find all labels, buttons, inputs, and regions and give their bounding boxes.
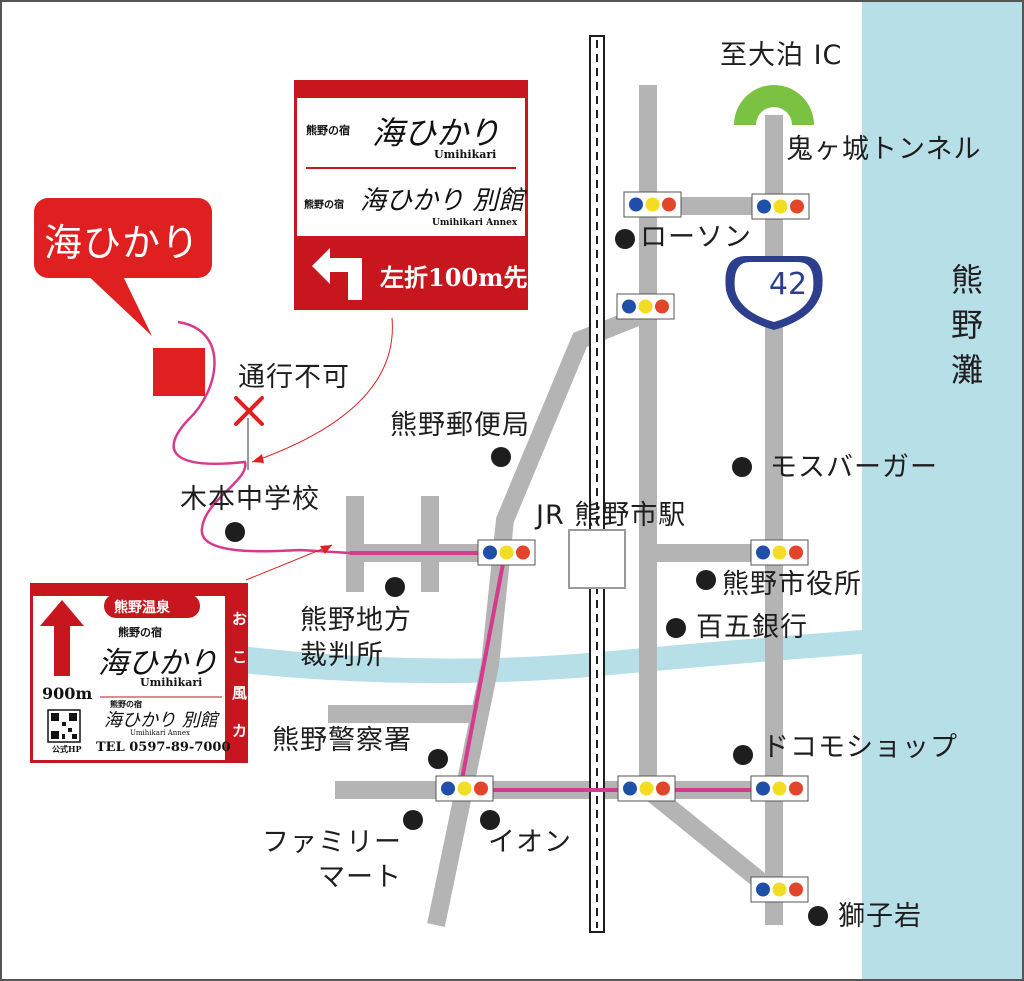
station-label: JR 熊野市駅 [536,500,687,531]
traffic-light-icon [435,775,494,802]
place-label-family-mart-1: ファミリー [262,827,402,858]
place-label-family-mart-2: マート [318,862,402,893]
signboard-straight [30,583,248,763]
landmark-dot-court [385,577,405,597]
traffic-light-icon [750,876,809,903]
sign2-tel: TEL 0597-89-7000 [96,740,231,755]
place-label-junior-high: 木本中学校 [180,484,320,515]
place-label-post-office: 熊野郵便局 [390,410,530,441]
hotel-marker [153,348,205,396]
landmark-dot-city-hall [696,570,716,590]
sign1-name-1: 海ひかり [372,114,501,152]
tunnel-label: 鬼ヶ城トンネル [786,134,982,165]
sign2-name-1: 海ひかり [98,646,218,681]
no-entry-icon [234,396,264,426]
sea-label-char: 灘 [950,350,983,389]
traffic-light-icon [477,539,536,566]
sign2-distance: 900m [42,684,93,703]
traffic-light-icon [750,539,809,566]
landmark-dot-mos-burger [732,457,752,477]
place-label-mos-burger: モスバーガー [770,452,938,483]
landmark-dot-lawson [615,229,635,249]
sign1-prefix-1: 熊野の宿 [306,124,350,137]
sign2-prefix-2: 熊野の宿 [110,699,142,709]
landmark-dot-family-mart [403,810,423,830]
sea-label-char: 熊 [950,261,983,299]
sign2-badge: 熊野温泉 [114,600,170,616]
sign-pointer-upper [251,317,393,463]
place-label-city-hall: 熊野市役所 [722,569,862,600]
sign1-prefix-2: 熊野の宿 [304,200,344,211]
sea-label-char: 野 [950,305,983,344]
ic-label: 至大泊 IC [720,40,843,71]
traffic-light-icon [616,293,675,320]
landmark-dots [225,229,828,926]
ic-marker [734,85,814,125]
place-label-court-1: 熊野地方 [300,605,412,636]
landmark-dot-police [428,749,448,769]
traffic-light-icon [750,775,809,802]
landmark-dot-junior-high [225,522,245,542]
traffic-light-icon [751,193,810,220]
place-label-police: 熊野警察署 [272,725,412,756]
place-label-lawson: ローソン [640,222,752,253]
sign1-direction: 左折100m先 [380,263,528,292]
station-building [568,529,626,589]
place-label-shishiiwa: 獅子岩 [838,901,922,932]
river [232,630,862,684]
left-turn-arrow-icon [312,248,362,300]
sea-area [862,0,1024,981]
landmark-dot-aeon [480,810,500,830]
route-number: 42 [768,267,808,302]
landmark-dot-hyakugo [666,618,686,638]
landmark-dot-post-office [491,447,511,467]
traffic-lights [435,191,810,903]
hotel-callout-label: 海ひかり [44,221,201,265]
place-label-hyakugo-bank: 百五銀行 [696,612,808,643]
sign1-roman-2: Umihikari Annex [432,218,518,228]
sign2-side-char: こ [232,648,248,666]
sign1-roman-1: Umihikari [434,148,497,161]
straight-arrow-icon [40,600,84,676]
railway [589,35,605,933]
sign2-side-char: カ [232,722,248,740]
signboard-left-turn [294,80,528,310]
place-label-court-2: 裁判所 [300,640,384,671]
recommended-route [350,551,774,792]
landmark-dot-docomo [733,745,753,765]
sign2-roman-2: Umihikari Annex [130,729,190,737]
sign2-qr-caption: 公式HP [52,744,82,754]
road-southeast-diagonal [642,783,780,899]
place-label-aeon: イオン [488,827,572,858]
sign1-name-2: 海ひかり 別館 [360,186,525,216]
qr-code-icon [47,709,81,743]
sign2-prefix-1: 熊野の宿 [118,626,162,639]
traffic-light-icon [617,775,676,802]
sea-label: 熊 野 灘 [942,258,992,392]
traffic-light-icon [623,191,682,218]
hotel-callout-bubble [34,198,212,336]
sign-pointer-lower [245,544,333,581]
sign2-side-char: お [232,610,248,628]
hotel-access-path [172,320,351,555]
place-label-docomo: ドコモショップ [762,732,958,763]
sign2-name-2: 海ひかり 別館 [104,710,218,731]
sign2-side-char: 風 [232,684,248,702]
landmark-dot-shishiiwa [808,906,828,926]
road-diagonal [427,299,664,927]
no-entry-label: 通行不可 [238,362,350,393]
sign2-roman-1: Umihikari [140,676,203,689]
